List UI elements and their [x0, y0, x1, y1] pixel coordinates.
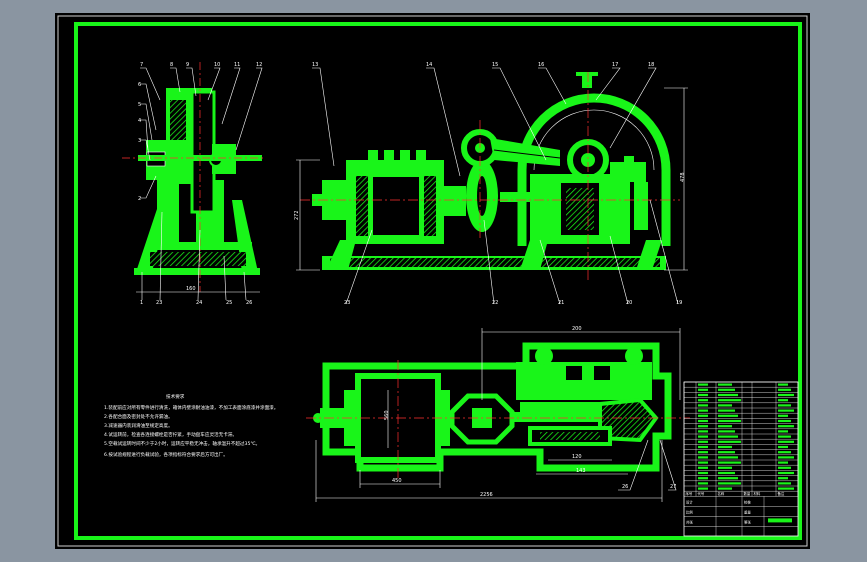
title-block-header-cell: 名称 — [718, 491, 725, 496]
drawing-border — [74, 22, 802, 540]
front-balloon: 21 — [558, 300, 564, 306]
side-base — [134, 268, 260, 275]
front-balloon: 16 — [538, 62, 544, 68]
front-balloon: 22 — [492, 300, 498, 306]
technical-notes: 技术要求 1.装配前应对所有零件进行清洗，箱体内壁涂耐油油漆，不加工表面涂底漆并… — [104, 393, 278, 458]
front-right-dim: 478 — [680, 172, 686, 182]
title-block-header-cell: 序号 — [686, 491, 693, 496]
side-balloon: 26 — [246, 300, 252, 306]
outer-border — [57, 15, 808, 547]
coupling — [444, 186, 466, 216]
flywheel-guard — [517, 93, 671, 246]
side-balloon: 10 — [214, 62, 220, 68]
side-balloon: 11 — [234, 62, 240, 68]
title-block-footer-cell: 共张 — [686, 519, 693, 524]
title-block-header-cell: 代号 — [698, 491, 705, 496]
title-block-header-cell: 备注 — [778, 491, 785, 496]
side-balloon: 6 — [138, 82, 141, 88]
side-balloon: 25 — [226, 300, 232, 306]
tech-note-line: 6.按试验规程进行负载试验，各项指标符合要求后方可出厂。 — [104, 451, 228, 458]
front-balloon: 14 — [426, 62, 432, 68]
title-block-footer-cell: 第张 — [744, 519, 751, 524]
front-height-dim: 272 — [294, 210, 300, 220]
side-balloon: 12 — [256, 62, 262, 68]
front-base-leg-left — [326, 240, 356, 270]
title-block: 序号代号 名称 数量材料 备注设计 校核比例 重量共张 第张 — [683, 381, 799, 537]
side-cylinder — [190, 90, 216, 214]
tech-note-line: 4.试运转前，检查各连接螺栓是否拧紧，手动盘车应灵活无卡滞。 — [104, 431, 237, 438]
side-view: 7 8 9 10 11 12 6 5 4 3 2 1 23 24 25 26 1… — [122, 62, 266, 306]
top-dim: 143 — [576, 468, 586, 474]
front-base-leg-mid — [520, 240, 548, 270]
front-balloon: 19 — [676, 300, 682, 306]
title-block-footer-cell: 比例 — [686, 509, 693, 514]
title-block-footer-cell: 重量 — [744, 509, 751, 514]
top-balloon: 26 — [622, 484, 628, 490]
side-frame-right-leg — [232, 200, 258, 272]
top-dim: 200 — [572, 326, 582, 332]
front-base-leg-right — [636, 240, 662, 270]
tech-notes-title: 技术要求 — [166, 393, 185, 400]
side-frame-cross-bar — [146, 242, 252, 250]
front-shaft — [500, 192, 530, 202]
tech-note-line: 3.减速器内装润滑油至规定高度。 — [104, 422, 173, 429]
top-balloon: 27 — [670, 484, 676, 490]
title-block-header-cell: 材料 — [754, 491, 761, 496]
side-balloon: 23 — [156, 300, 162, 306]
side-frame-hatch — [150, 252, 246, 266]
top-gearbox — [516, 362, 652, 400]
tech-note-line: 1.装配前应对所有零件进行清洗，箱体内壁涂耐油油漆，不加工表面涂底漆并涂面漆。 — [104, 404, 278, 411]
top-dim: 120 — [572, 454, 582, 460]
title-block-header-cell: 数量 — [744, 491, 751, 496]
front-balloon: 20 — [626, 300, 632, 306]
side-balloon: 1 — [140, 300, 143, 306]
side-balloon: 2 — [138, 196, 141, 202]
side-base-dim: 160 — [186, 286, 196, 292]
title-block-footer-cell: 设计 — [686, 499, 693, 504]
title-block-footer-cell: 校核 — [744, 499, 751, 504]
side-balloon: 24 — [196, 300, 202, 306]
side-balloon: 8 — [170, 62, 173, 68]
top-view: 200 560 450 120 143 2256 26 27 — [306, 326, 690, 502]
connecting-rod — [490, 138, 560, 166]
side-balloon: 7 — [140, 62, 143, 68]
front-balloon: 15 — [492, 62, 498, 68]
front-view: 272 478 13 14 15 16 17 18 19 20 21 — [294, 62, 688, 306]
front-balloon: 18 — [648, 62, 654, 68]
side-balloon: 5 — [138, 102, 141, 108]
top-dim: 560 — [384, 410, 390, 420]
front-balloon: 23 — [344, 300, 350, 306]
side-balloon: 3 — [138, 138, 141, 144]
side-balloon: 9 — [186, 62, 189, 68]
side-column-left — [157, 180, 179, 244]
front-balloon: 13 — [312, 62, 318, 68]
side-housing-hatch — [170, 100, 186, 140]
tech-note-line: 5.空载试运转时间不少于2小时，运转应平稳无冲击，轴承温升不超过35℃。 — [104, 440, 260, 447]
tech-note-line: 2.各配合面及密封处不允许漏油。 — [104, 413, 173, 420]
front-balloon: 17 — [612, 62, 618, 68]
top-dim: 450 — [392, 478, 402, 484]
side-balloon: 4 — [138, 118, 141, 124]
top-dim: 2256 — [480, 492, 493, 498]
